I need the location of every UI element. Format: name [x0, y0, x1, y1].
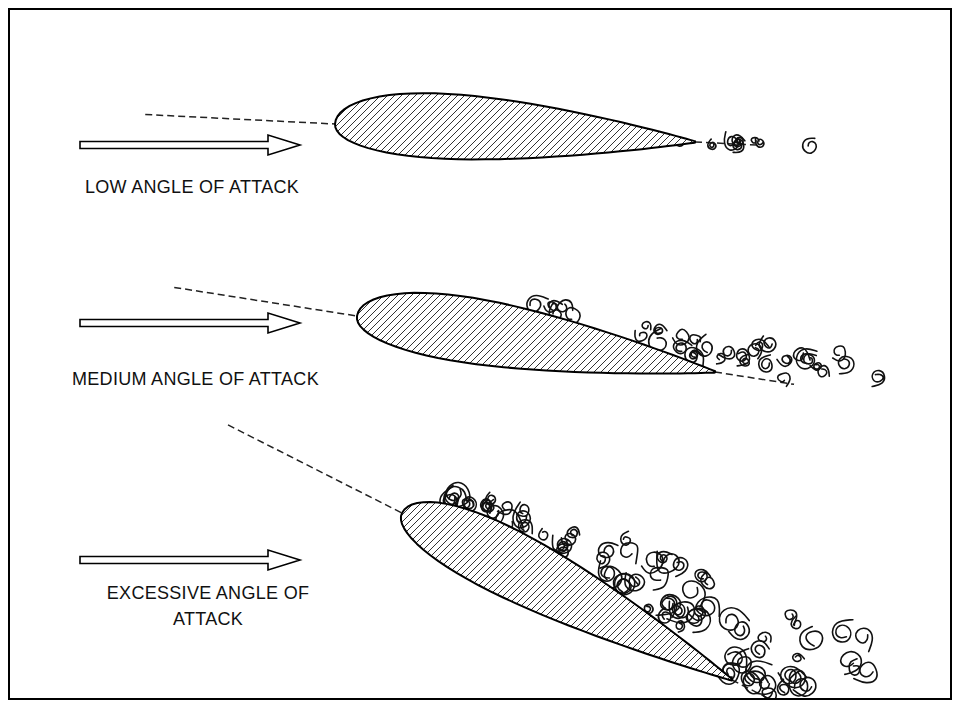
chord-line: [145, 115, 335, 124]
vortex-curl: [718, 347, 734, 359]
vortex-curl: [751, 641, 769, 658]
frame-border: [9, 9, 951, 699]
vortex-curl: [635, 331, 647, 342]
airflow-arrow: [80, 135, 300, 155]
vortex-curl: [748, 344, 761, 359]
airflow-arrow: [80, 550, 300, 570]
vortex-curl: [462, 499, 473, 508]
vortex-curl: [756, 138, 764, 147]
caption-label: MEDIUM ANGLE OF ATTACK: [72, 366, 319, 392]
chord-line: [228, 425, 402, 513]
airfoil-figure: [80, 93, 816, 159]
vortex-curl: [841, 652, 862, 675]
vortex-curl: [549, 301, 562, 311]
vortex-curl: [567, 527, 579, 537]
vortex-curl: [598, 561, 614, 581]
airflow-arrow: [80, 313, 300, 333]
vortex-curl: [513, 502, 530, 528]
vortex-curl: [729, 622, 750, 639]
vortex-curl: [696, 597, 719, 617]
vortex-curl: [800, 627, 823, 650]
vortex-curl: [673, 558, 687, 577]
vortex-curl: [778, 373, 790, 386]
vortex-curl: [833, 620, 853, 642]
vortex-curl: [746, 661, 772, 683]
vortex-curl: [667, 602, 695, 623]
vortex-curl: [539, 529, 548, 540]
vortex-curl: [818, 366, 829, 377]
vortex-curl: [725, 647, 747, 670]
caption-label: EXCESSIVE ANGLE OF ATTACK: [92, 580, 324, 632]
vortex-curl: [486, 492, 496, 504]
vortex-curl: [708, 139, 716, 149]
vortex-curl: [751, 138, 759, 143]
caption-label: LOW ANGLE OF ATTACK: [85, 174, 299, 200]
vortex-curl: [676, 621, 684, 632]
vortex-curl: [849, 659, 859, 675]
vortex-curl: [690, 350, 702, 359]
airfoil-section: [357, 293, 715, 374]
vortex-curl: [872, 371, 884, 387]
vortex-curl: [642, 552, 663, 573]
airfoil-section: [335, 93, 695, 159]
vortex-curl: [791, 616, 800, 628]
vortex-curl: [733, 138, 743, 147]
vortex-curl: [793, 654, 805, 662]
vortex-curl: [625, 573, 645, 591]
vortex-curl: [674, 340, 692, 353]
vortex-curl: [796, 349, 817, 369]
vortex-curl: [642, 322, 651, 330]
vortex-curl: [719, 608, 749, 630]
vortex-curl: [621, 531, 631, 545]
vortex-curl: [856, 628, 873, 651]
vortex-curl: [839, 356, 854, 373]
vortex-curl: [621, 543, 638, 564]
vortex-curl: [557, 300, 572, 312]
airfoil-section: [401, 502, 732, 681]
vortex-curl: [599, 543, 618, 558]
airfoil-figure: [80, 425, 877, 698]
chord-line: [174, 287, 357, 316]
vortex-curl: [777, 355, 792, 366]
vortex-curl: [654, 324, 667, 334]
vortex-curl: [483, 500, 494, 511]
vortex-curl: [803, 138, 817, 153]
vortex-curl: [789, 671, 808, 696]
vortex-curl: [759, 355, 772, 372]
vortex-curl: [755, 676, 775, 695]
vortex-curl: [690, 335, 701, 344]
